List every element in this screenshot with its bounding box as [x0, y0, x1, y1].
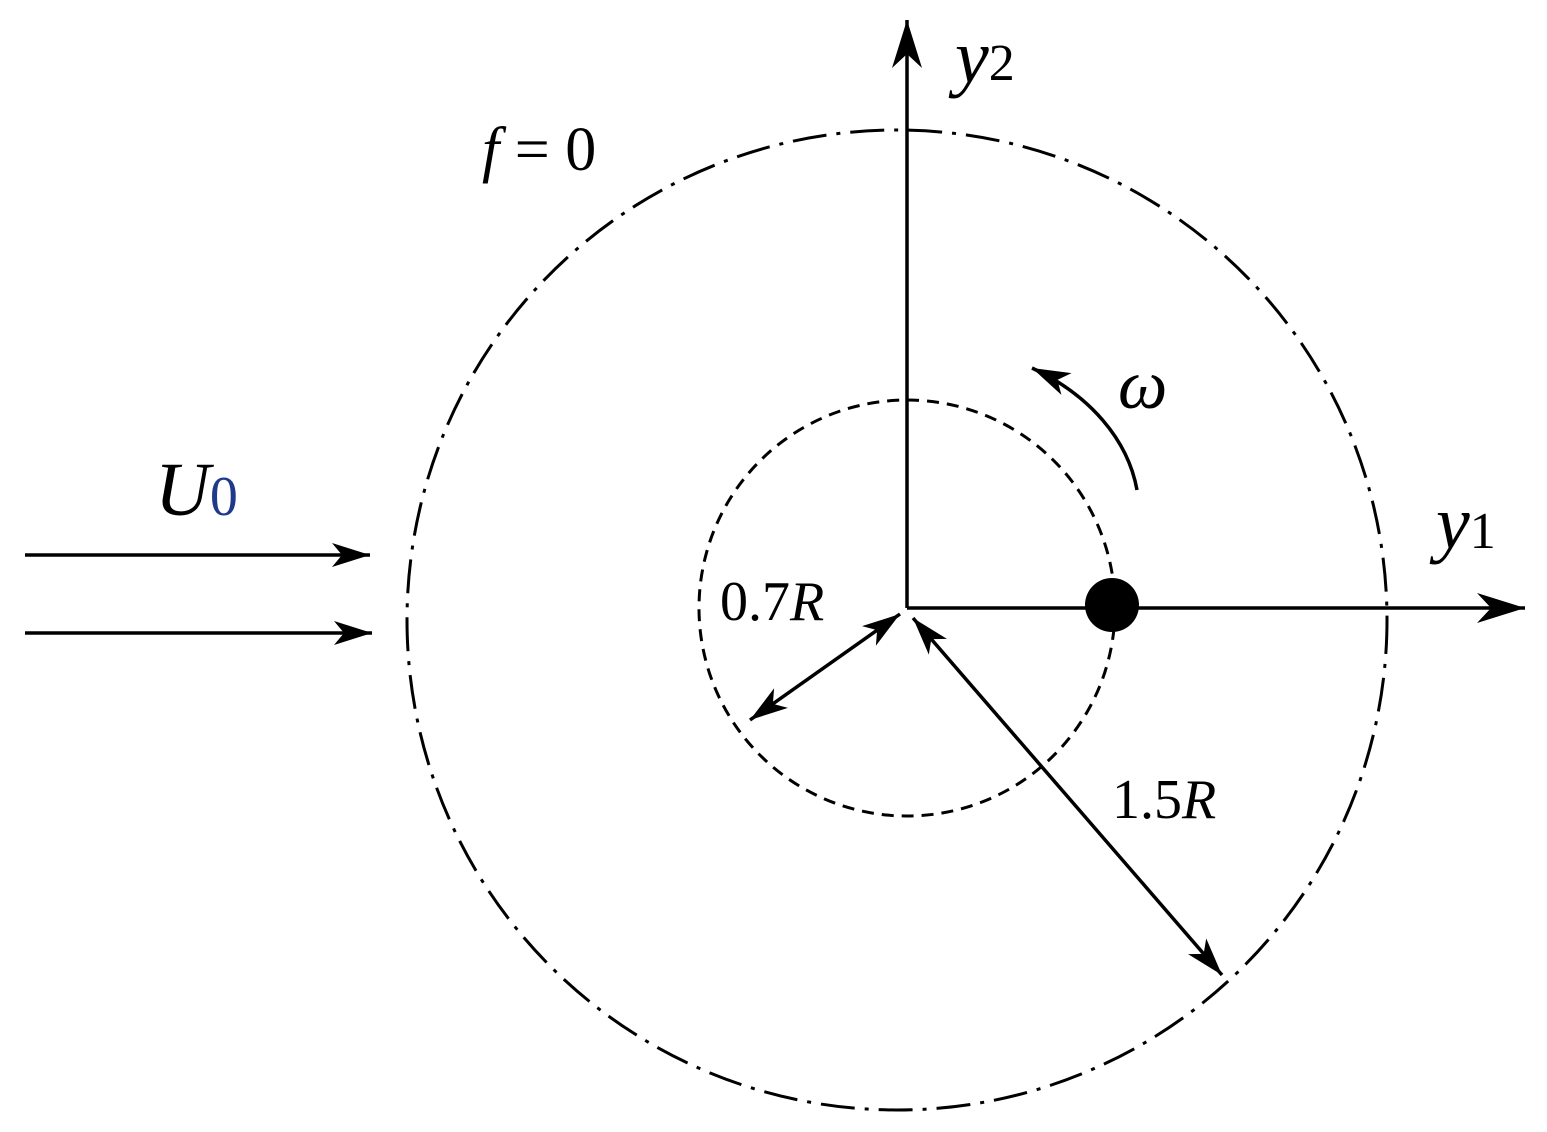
- u0-var: U: [155, 448, 214, 532]
- boundary-label: f = 0: [482, 116, 596, 184]
- boundary-label-eq: = 0: [499, 116, 596, 184]
- inner-radius-label: 0.7R: [720, 571, 824, 633]
- y2-var: y: [948, 15, 989, 99]
- outer-radius-label: 1.5R: [1112, 769, 1216, 831]
- outer-radius-num: 1.5: [1112, 769, 1182, 831]
- inner-radius-num: 0.7: [720, 571, 790, 633]
- outer-radius-var: R: [1181, 769, 1216, 831]
- y2-axis-label: y2: [948, 15, 1015, 99]
- outer-radius-arrow: [911, 616, 1224, 977]
- y1-var: y: [1429, 481, 1470, 565]
- u0-label: U0: [155, 448, 238, 532]
- rotation-arrow: [1031, 366, 1139, 491]
- y2-sub: 2: [989, 35, 1015, 92]
- omega-label: ω: [1118, 347, 1167, 424]
- inner-radius-var: R: [789, 571, 824, 633]
- y1-axis-label: y1: [1429, 481, 1496, 565]
- outer-boundary-circle: [405, 128, 1389, 1112]
- y1-sub: 1: [1470, 503, 1496, 560]
- inner-radius-arrow: [748, 612, 902, 722]
- u0-sub: 0: [210, 466, 238, 528]
- source-point: [1085, 578, 1139, 632]
